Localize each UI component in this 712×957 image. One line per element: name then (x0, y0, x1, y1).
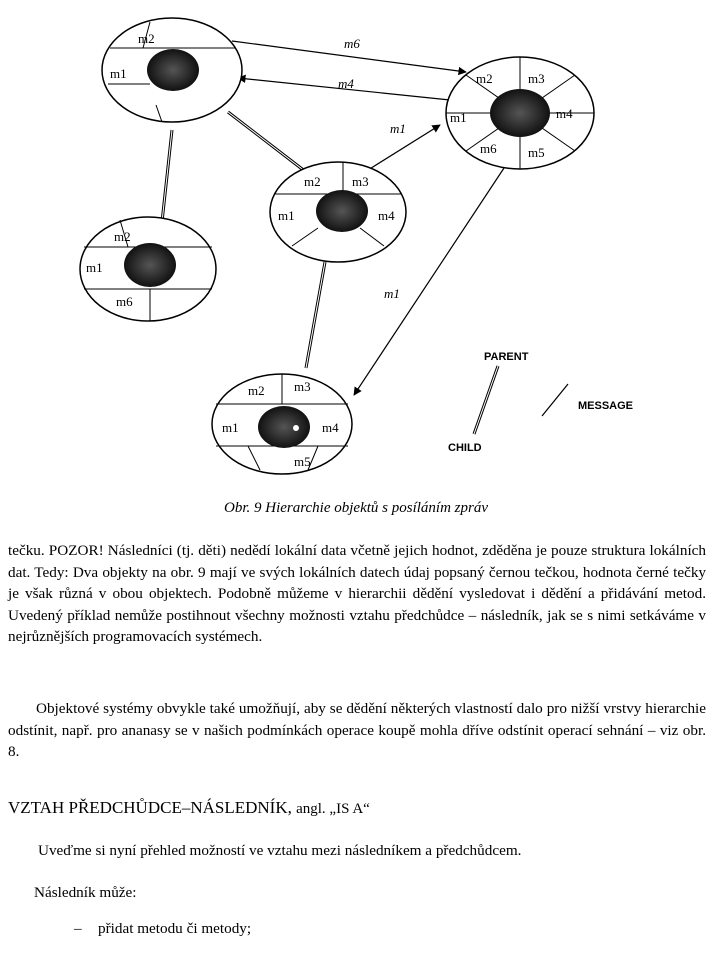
method-label: m2 (248, 383, 265, 398)
object-left: m2 m1 m6 (79, 216, 217, 322)
method-label: m2 (114, 229, 131, 244)
text-line: koupě mohla dříve odstínit operací sehná… (8, 721, 706, 761)
list-dash: – (74, 920, 82, 937)
message-arrows (231, 40, 507, 396)
message-label: m4 (338, 76, 354, 91)
paragraph-2: Objektové systémy obvykle také umožňují,… (8, 698, 706, 763)
method-label: m6 (480, 141, 497, 156)
text-line: Objektové systémy obvykle také umožňují,… (36, 700, 543, 717)
message-label: m6 (344, 36, 360, 51)
section-heading: VZTAH PŘEDCHŮDCE–NÁSLEDNÍK, angl. „IS A“ (8, 798, 370, 818)
method-label: m5 (294, 454, 311, 469)
method-label: m4 (322, 420, 339, 435)
figure-caption: Obr. 9 Hierarchie objektů s posíláním zp… (223, 500, 488, 516)
method-label: m1 (450, 110, 467, 125)
method-label: m3 (352, 174, 369, 189)
method-label: m1 (222, 420, 239, 435)
legend-child-label: CHILD (448, 442, 482, 454)
method-label: m6 (116, 294, 133, 309)
section-heading-main: VZTAH PŘEDCHŮDCE–NÁSLEDNÍK, (8, 798, 292, 817)
object-bottom: m2 m3 m1 m4 m5 (211, 373, 353, 475)
text-line: můžeme v hierarchii dědění vysledovat i … (8, 585, 706, 624)
text-line: údaj popsaný černou tečkou, hodnota čern… (8, 563, 707, 603)
legend: PARENT CHILD MESSAGE (448, 351, 633, 454)
successor-can-text: Následník může: (34, 884, 137, 901)
parent-child-links (160, 110, 327, 369)
section-heading-tail: angl. „IS A“ (296, 801, 370, 817)
legend-message-label: MESSAGE (578, 400, 633, 412)
text-line: tečku. POZOR! Následníci (tj. děti) nedě… (8, 542, 547, 559)
object-right: m2 m3 m1 m4 m6 m5 (445, 56, 595, 170)
object-top-left: m2 m1 (101, 17, 243, 123)
list-item: –přidat metodu či metody; (74, 920, 251, 938)
text-line: setkáváme v nejrůznějších programovacích… (8, 606, 707, 646)
text-line: pouze struktura lokálních dat. Tedy: Dva… (8, 542, 707, 581)
message-label: m1 (390, 121, 406, 136)
method-label: m4 (378, 208, 395, 223)
object-middle: m2 m3 m1 m4 (269, 161, 407, 263)
text-line: nemůže postihnout všechny možnosti vztah… (114, 606, 626, 624)
method-label: m1 (110, 66, 127, 81)
method-label: m1 (86, 260, 103, 275)
method-label: m3 (528, 71, 545, 86)
list-item-text: přidat metodu či metody; (98, 920, 252, 937)
method-label: m4 (556, 106, 573, 121)
method-label: m5 (528, 145, 545, 160)
method-label: m2 (304, 174, 321, 189)
method-label: m3 (294, 379, 311, 394)
legend-parent-label: PARENT (484, 351, 529, 363)
object-hierarchy-diagram: m6 m4 m1 m1 m2 m1 m2 m3 m1 m4 m6 m5 m2 (79, 17, 633, 475)
text-line: pro nižší vrstvy hierarchie odstínit, na… (8, 700, 706, 739)
paragraph-1: tečku. POZOR! Následníci (tj. děti) nedě… (8, 540, 706, 648)
intro-text: Uveďme si nyní přehled možností ve vztah… (38, 842, 522, 859)
method-label: m2 (476, 71, 493, 86)
method-label: m2 (138, 31, 155, 46)
method-label: m1 (278, 208, 295, 223)
message-label: m1 (384, 286, 400, 301)
